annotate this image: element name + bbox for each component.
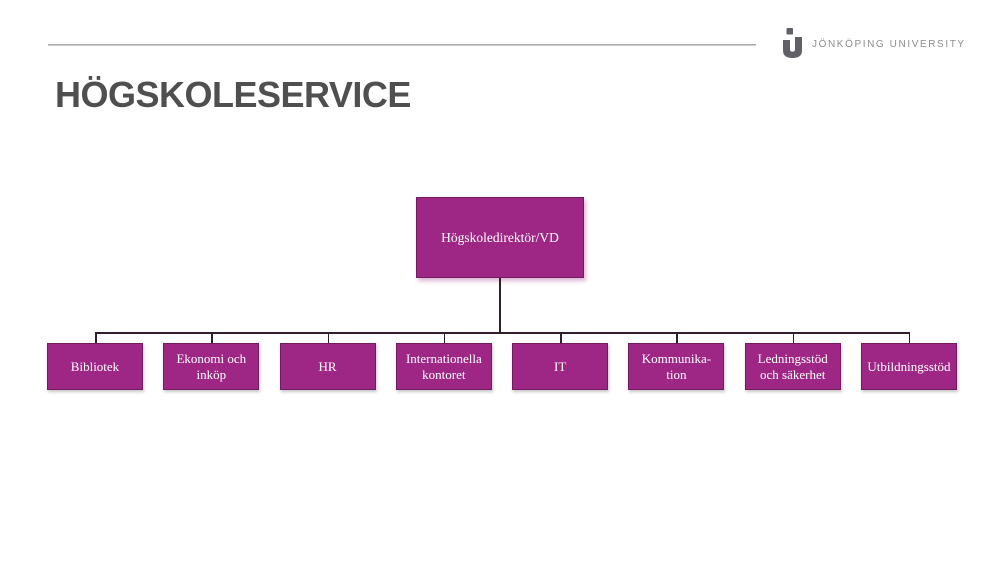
connector-stub bbox=[792, 332, 795, 343]
header-rule bbox=[48, 44, 756, 46]
org-node-label: HR bbox=[279, 343, 376, 390]
org-node-ledningsstod-och-sakerhet: Ledningsstöd och säkerhet bbox=[744, 332, 841, 390]
org-node-label: Internationella kontoret bbox=[395, 343, 492, 390]
org-node-label: Kommunika- tion bbox=[628, 343, 725, 390]
university-logo-text: JÖNKÖPING UNIVERSITY bbox=[812, 38, 966, 50]
connector-stub bbox=[443, 332, 446, 343]
university-logo: JÖNKÖPING UNIVERSITY bbox=[783, 28, 966, 58]
org-children-row: Bibliotek Ekonomi och inköp HR Internati… bbox=[47, 332, 957, 390]
org-node-kommunikation: Kommunika- tion bbox=[628, 332, 725, 390]
connector-stub bbox=[211, 332, 213, 343]
org-node-label: Utbildningsstöd bbox=[860, 343, 957, 390]
org-node-label: Ekonomi och inköp bbox=[163, 343, 260, 390]
org-node-label: Ledningsstöd och säkerhet bbox=[744, 343, 841, 390]
org-node-utbildningsstod: Utbildningsstöd bbox=[860, 332, 957, 390]
org-node-label: IT bbox=[512, 343, 609, 390]
org-node-hr: HR bbox=[279, 332, 376, 390]
connector-stub bbox=[676, 332, 678, 343]
org-node-ekonomi-och-inkop: Ekonomi och inköp bbox=[163, 332, 260, 390]
org-node-label: Bibliotek bbox=[47, 343, 143, 390]
connector-root-line bbox=[499, 278, 501, 332]
org-node-root: Högskoledirektör/VD bbox=[416, 197, 584, 278]
connector-stub bbox=[95, 332, 97, 343]
connector-bus-line bbox=[95, 332, 910, 334]
connector-stub bbox=[560, 332, 562, 343]
connector-stub bbox=[327, 332, 330, 343]
ju-logo-icon bbox=[783, 28, 802, 58]
org-node-internationella-kontoret: Internationella kontoret bbox=[395, 332, 492, 390]
connector-stub bbox=[908, 332, 911, 343]
page-title: HÖGSKOLESERVICE bbox=[55, 74, 411, 115]
org-node-bibliotek: Bibliotek bbox=[47, 332, 143, 390]
org-node-it: IT bbox=[512, 332, 609, 390]
